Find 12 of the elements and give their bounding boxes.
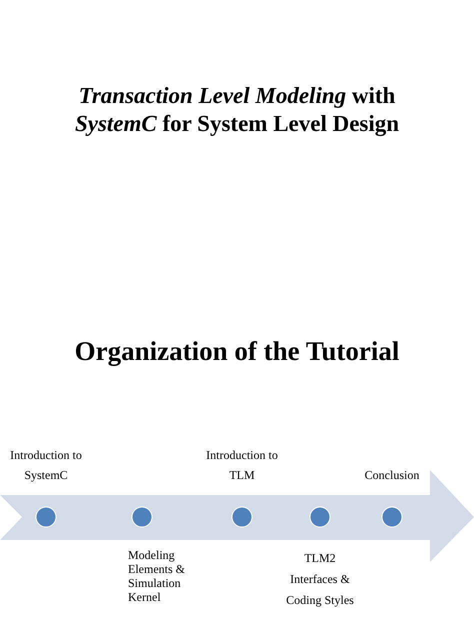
milestone-label: Introduction to TLM: [205, 447, 279, 484]
milestone-dot: [131, 506, 153, 528]
milestone-label: Modeling Elements & Simulation Kernel: [128, 548, 186, 604]
milestone-dot: [381, 506, 403, 528]
milestone-dot: [309, 506, 331, 528]
milestone-dot: [35, 506, 57, 528]
milestone-label: TLM2 Interfaces & Coding Styles: [285, 550, 355, 609]
milestone-label: Conclusion: [364, 467, 420, 484]
milestone-dot: [231, 506, 253, 528]
heading: Organization of the Tutorial: [74, 336, 400, 367]
milestone-label: Introduction to SystemC: [9, 447, 83, 484]
title: Transaction Level Modeling with SystemC for System Level Design: [74, 82, 400, 138]
